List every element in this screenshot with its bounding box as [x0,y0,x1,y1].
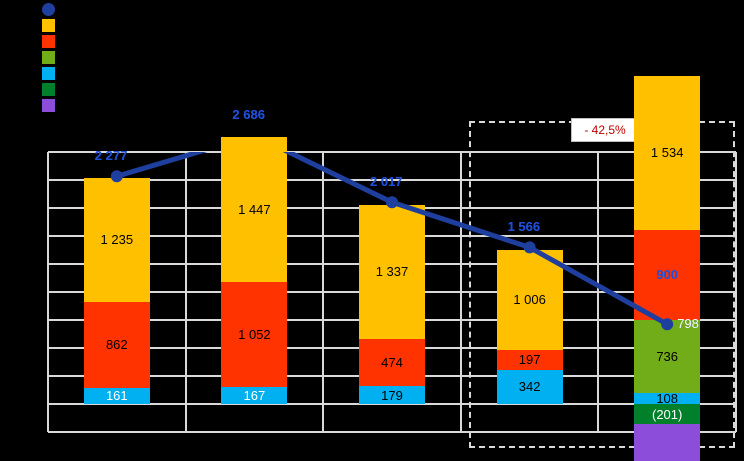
legend-swatch-series-green [42,51,55,64]
bar-segment-label: 342 [518,379,541,395]
bar-segment-label: 900 [656,267,679,283]
bar-segment-label: 197 [518,352,541,368]
bar-segment-label: 1 447 [238,202,271,218]
legend-swatch-series-red [42,35,55,48]
bar-segment-label: 862 [105,337,128,353]
legend-item-series-red[interactable] [42,34,342,49]
gridline-vertical [47,152,49,432]
legend-item-series-orange[interactable] [42,18,342,33]
bar-segment-label: 474 [381,354,403,370]
bar-segment-series-orange[interactable]: 1 235 [83,178,150,302]
bar-segment-label: 179 [381,387,403,403]
gridline-horizontal [48,151,736,153]
bar-segment-label: 1 337 [375,264,409,280]
gridline-vertical [459,152,462,432]
bar-segment-series-red[interactable]: 474 [359,338,425,387]
gridline-vertical [184,152,187,432]
total-line-point-label: 798 [677,316,699,332]
bar-stack-positive[interactable]: 1 235 862 161 [83,178,150,404]
bar-segment-series-cyan[interactable]: 108 [634,391,701,407]
gridline-horizontal [48,431,736,433]
bar-segment-series-red[interactable]: 197 [496,350,563,370]
bar-segment-series-orange[interactable]: 1 534 [634,76,701,230]
total-line-point-label: 2 017 [370,174,403,190]
bar-segment-series-orange[interactable]: 1 337 [359,205,425,339]
bar-segment-series-cyan[interactable]: 167 [221,387,288,404]
bar-segment-series-green[interactable]: 736 [634,319,701,394]
bar-segment-series-red[interactable]: 1 052 [221,282,288,388]
gridline-vertical [597,152,600,432]
bar-segment-series-darkgreen[interactable]: (201) [634,404,701,425]
bar-stack-positive[interactable]: 1 447 1 052 167 [221,137,288,404]
bar-stack-positive[interactable]: 1 006 197 342 [496,249,563,405]
bar-segment-label: 1 235 [100,232,134,248]
bar-segment-series-red[interactable]: 862 [83,301,150,388]
legend-swatch-series-cyan [42,67,55,80]
gridline-horizontal [48,403,736,405]
total-line-point-label: 2 686 [232,107,265,123]
bar-segment-label: 161 [105,388,128,404]
bar-segment-series-purple[interactable]: (2 075) [634,424,701,461]
legend-swatch-series-purple [42,99,55,112]
bar-segment-label: 167 [243,388,266,404]
bar-segment-label: 1 052 [238,327,271,343]
legend-swatch-series-darkgreen [42,83,55,96]
chart-legend [42,2,342,114]
bar-segment-label: 736 [656,348,679,364]
legend-item-total-line[interactable] [42,2,342,17]
legend-item-series-green[interactable] [42,50,342,65]
bar-segment-label: 108 [656,391,679,407]
gridline-vertical [735,152,737,432]
bar-segment-label: 1 006 [513,292,546,308]
variation-callout-label: - 42,5% [584,123,626,137]
legend-swatch-total-line [42,3,55,16]
gridline-vertical [322,152,325,432]
bar-segment-label: (201) [652,406,683,422]
total-line-point-label: 1 566 [507,219,541,235]
bar-segment-label: 1 534 [650,145,684,161]
legend-item-series-cyan[interactable] [42,66,342,81]
variation-callout: - 42,5% [571,118,639,142]
bar-segment-series-orange[interactable]: 1 447 [221,137,288,283]
legend-swatch-series-orange [42,19,55,32]
legend-item-series-purple[interactable] [42,98,342,113]
bar-stack-positive[interactable]: 1 534 900 736 108 [634,76,701,407]
bar-stack-positive[interactable]: 1 337 474 179 [359,205,425,404]
bar-segment-series-red[interactable]: 900 [634,229,701,320]
legend-item-series-darkgreen[interactable] [42,82,342,97]
total-line-point-label: 2 277 [94,148,128,164]
bar-stack-negative[interactable]: (201) (2 075) [634,404,701,461]
bar-segment-series-orange[interactable]: 1 006 [496,249,563,351]
plot-area: 1 235 862 161 1 447 1 052 167 1 337 474 179 1 006… [47,76,737,461]
bar-segment-series-cyan[interactable]: 161 [83,387,150,404]
bar-segment-series-cyan[interactable]: 179 [359,386,425,404]
bar-segment-series-cyan[interactable]: 342 [496,369,563,404]
